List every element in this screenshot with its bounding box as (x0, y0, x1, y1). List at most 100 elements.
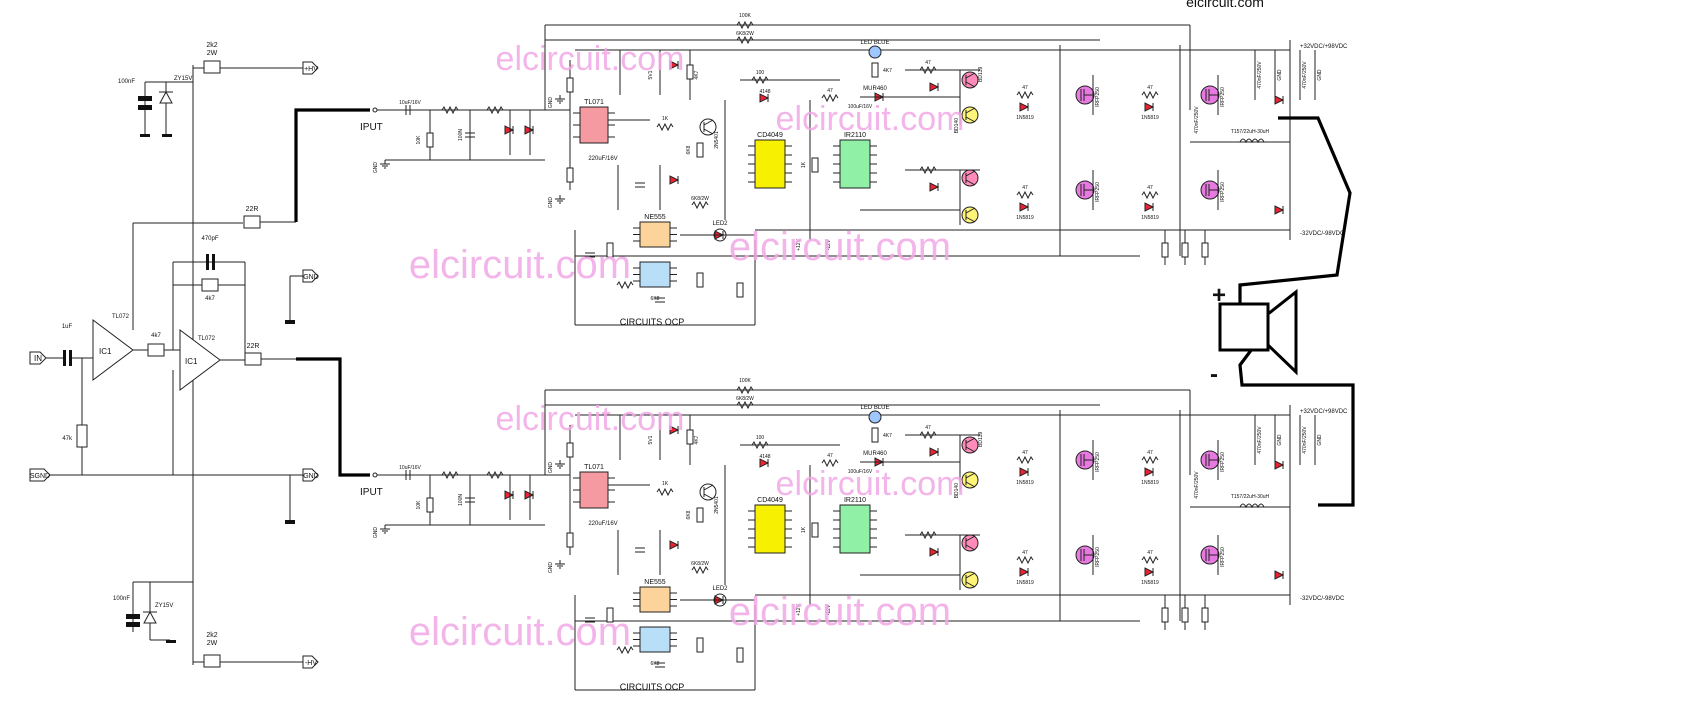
label-gate-3: 47 (1147, 185, 1153, 191)
resistor-r4 (566, 167, 574, 183)
label-res-bot: 2k2 (206, 632, 217, 639)
ic-ir2110-label: IR2110 (844, 497, 866, 504)
resistor-2k2-bot (203, 654, 221, 668)
resistor-6k8-2w (736, 400, 754, 410)
label-bd139-a: BD139 (978, 431, 984, 447)
diode-zener-5v1-b (669, 540, 680, 550)
transistor-bd139-b (961, 534, 979, 552)
resistor-1k-a (566, 442, 574, 458)
diode-zener-5v1-b (669, 175, 680, 185)
label-r-gnd: 47k (62, 436, 73, 442)
port-hv-pos (302, 61, 319, 75)
ic-tl071 (579, 471, 609, 509)
label-mur460: MUR460 (863, 451, 887, 457)
diode-4148-c (759, 93, 770, 103)
label-1n5819-1: 1N5819 (1016, 580, 1034, 586)
diode-mur-out-a (1274, 460, 1285, 470)
label-100: 100 (756, 435, 765, 441)
resistor-4k7-a (686, 64, 694, 80)
resistor-1k-c (811, 157, 819, 173)
label-r-mid: 4k7 (151, 333, 161, 339)
label-5v1: 5V1 (648, 435, 654, 444)
resistor-47-b (919, 530, 937, 540)
label-res-top-w: 2W (207, 50, 218, 57)
transistor-bd140-b (961, 206, 979, 224)
transistor-bd140-b (961, 571, 979, 589)
watermark-text: elcircuit.com (729, 590, 951, 634)
speaker-minus: - (1210, 361, 1218, 388)
inductor-icon (1239, 503, 1265, 509)
label-op1-part: TL072 (112, 314, 130, 320)
resistor-gate-3 (1141, 555, 1159, 565)
label-r-out2: 22R (247, 343, 260, 350)
amplifier-channel-bottom: 100K6K8/2WIPUT10uF/16V10KGND100NTL071220… (360, 378, 1348, 692)
resistor-100k (736, 385, 754, 395)
diode-4148-d (929, 447, 940, 457)
label-cap-opamp: 220uF/16V (588, 156, 617, 162)
label-v-pos: +32VDC/+98VDC (1300, 44, 1348, 50)
transistor-bd139-a (961, 71, 979, 89)
label-6k8-a: 6K8 (686, 145, 692, 154)
port-gnd-b (302, 468, 319, 482)
resistor-6k8-a (696, 142, 704, 158)
gnd-label: GND (373, 162, 379, 174)
diode-mur-out-b (1274, 205, 1285, 215)
label-ocp: CIRCUITS OCP (620, 317, 685, 327)
ic-cd4049-label: CD4049 (757, 497, 783, 504)
resistor-4k7-a (686, 429, 694, 445)
label-1n5819-2: 1N5819 (1141, 115, 1159, 121)
resistor-input (441, 105, 459, 115)
resistor-4k7-b (821, 458, 839, 468)
label-r-out1: 22R (246, 206, 259, 213)
label-10k: 10K (416, 135, 422, 145)
label-47-b: 47 (827, 453, 833, 459)
resistor-47-b (919, 165, 937, 175)
watermark-text: elcircuit.com (729, 225, 951, 269)
watermark-text: elcircuit.com (496, 40, 685, 78)
diode-4148-a (504, 125, 515, 135)
label-irfp250-3: IRFP250 (1220, 182, 1226, 202)
label-ocp-6k8: 6K8 (651, 661, 660, 667)
label-4k7-c: 4K7 (883, 433, 892, 439)
gnd-label: GND (548, 562, 554, 574)
label-100n: 100N (458, 129, 464, 141)
ic-ir2110 (839, 139, 871, 189)
port-sgnd-label: SGND (30, 473, 50, 480)
label-bd140-a: BD140 (954, 118, 960, 134)
resistor-1k-b (656, 487, 674, 497)
cap-330uf (635, 545, 645, 555)
resistor-ocp-b (616, 645, 634, 655)
watermark-text: elcircuit.com (496, 400, 685, 438)
label-47-b: 47 (827, 88, 833, 94)
resistor-bottom-2 (1201, 242, 1209, 258)
label-1n5819-0: 1N5819 (1016, 480, 1034, 486)
label-minus12: -12V (826, 604, 832, 615)
resistor-6k8-2w (736, 35, 754, 45)
diode-1n5819-0 (1019, 102, 1030, 112)
gnd-label: GND (548, 97, 554, 109)
label-1k: 1K (662, 481, 669, 487)
resistor-6k8-2w-b (691, 200, 709, 210)
resistor-100 (751, 75, 769, 85)
resistor-gate-0 (1016, 455, 1034, 465)
label-6k8-2w: 6K8/2W (736, 396, 754, 402)
label-gate-1: 47 (1022, 185, 1028, 191)
ic-ne555-label: NE555 (644, 579, 666, 586)
resistor-6k8-2w-b (691, 565, 709, 575)
label-100k: 100K (739, 378, 751, 384)
transistor-bd139-a (961, 436, 979, 454)
ic-ne555 (639, 586, 671, 613)
resistor-input-2 (486, 105, 504, 115)
resistor-1k-b (656, 122, 674, 132)
label-47-a: 47 (925, 60, 931, 66)
label-4148-c: 4148 (759, 89, 770, 95)
label-irfp250-2: IRFP250 (1220, 87, 1226, 107)
resistor-input-2 (486, 470, 504, 480)
label-v-pos: +32VDC/+98VDC (1300, 409, 1348, 415)
label-c-input: 10uF/16V (399, 100, 421, 106)
site-title: elcircuit.com (1186, 0, 1264, 10)
ic-cd4049-label: CD4049 (757, 132, 783, 139)
resistor-gate-1 (1016, 555, 1034, 565)
diode-1n5819-3 (1144, 202, 1155, 212)
diode-4148-b (524, 490, 535, 500)
